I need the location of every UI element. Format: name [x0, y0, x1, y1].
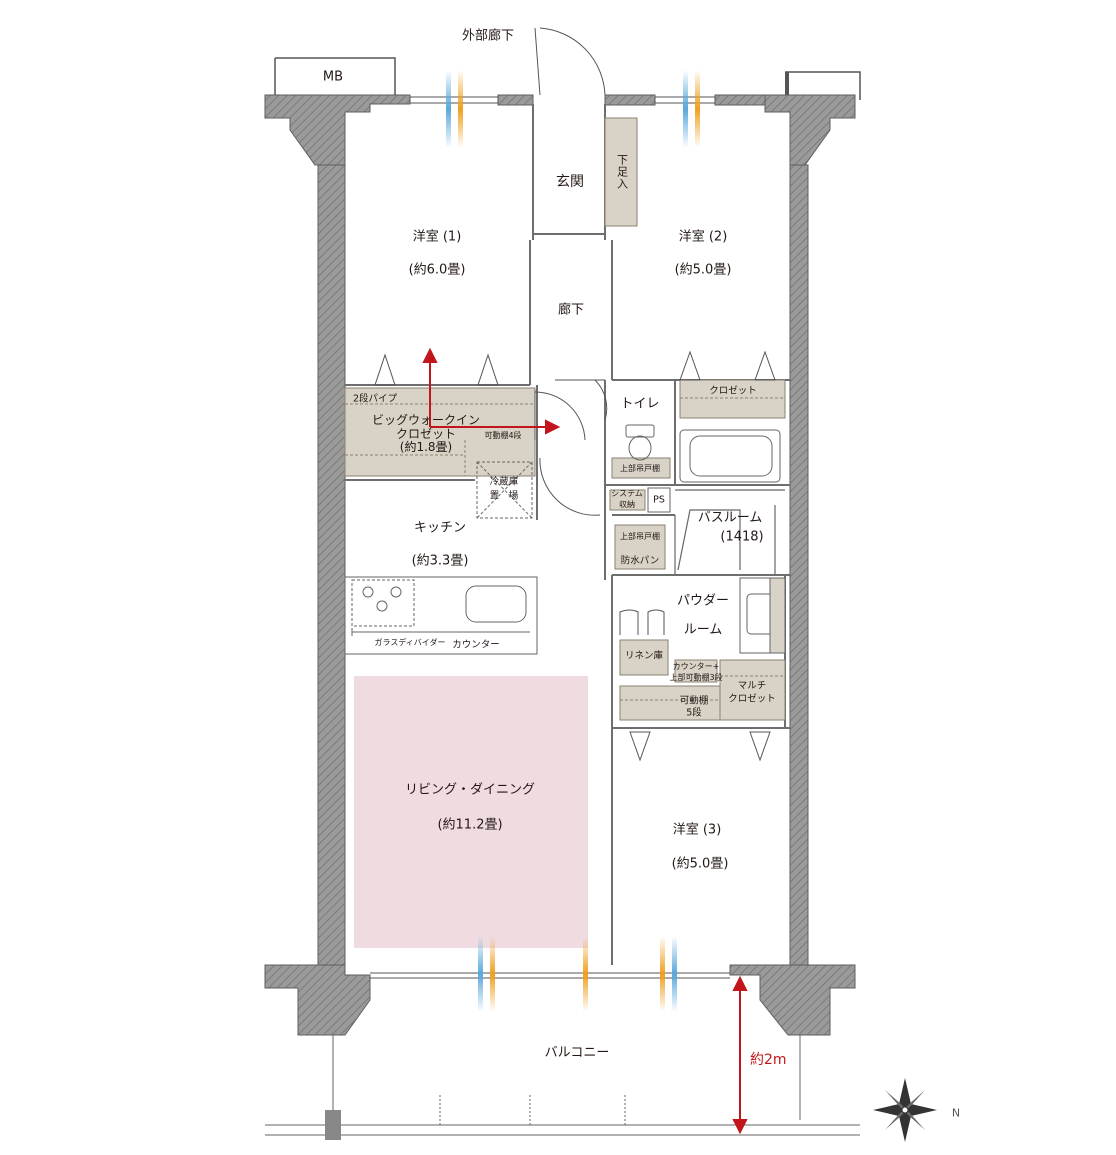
upper-cabinet-toilet-label: 上部吊戸棚	[620, 464, 660, 473]
fridge-label-2: 置 場	[489, 490, 519, 502]
ps-label: PS	[653, 494, 665, 506]
powder-room-label-1: パウダー	[676, 593, 730, 609]
double-pipe-label: 2段パイプ	[352, 393, 398, 405]
bath-walls	[674, 489, 785, 575]
balcony-label: バルコニー	[544, 1045, 610, 1061]
bottom-windows	[370, 972, 730, 979]
kitchen-counter	[344, 576, 538, 655]
storage-dashes	[345, 397, 785, 701]
movable-shelf-4-label: 可動棚4段	[484, 431, 522, 440]
western-room-3-size: (約5.0畳)	[671, 856, 729, 872]
kitchen-size: (約3.3畳)	[411, 553, 469, 569]
powder-vanity	[739, 577, 786, 654]
counter-label: カウンター	[452, 639, 500, 651]
toilet-label: トイレ	[620, 396, 660, 412]
movable-shelf-5-label-1: 可動棚	[679, 695, 709, 707]
glass-divider-label: ガラスディバイダー	[374, 638, 446, 647]
multi-closet	[719, 659, 786, 721]
ps-box	[647, 487, 671, 513]
closet-doors	[374, 350, 776, 762]
compass-icon	[873, 1078, 937, 1142]
big-wic-size: (約1.8畳)	[399, 440, 453, 454]
north-label: N	[951, 1106, 961, 1120]
fridge-space	[476, 461, 533, 519]
western-room-2-label: 洋室 (2)	[678, 229, 728, 245]
shoe-storage	[604, 117, 638, 227]
upper-cabinet-bath	[614, 524, 666, 570]
balcony-depth-label: 約2m	[750, 1052, 787, 1068]
big-wic	[344, 387, 536, 477]
system-storage-label-1: システム	[611, 489, 643, 498]
upper-cabinet-toilet	[611, 457, 671, 479]
top-windows	[409, 96, 716, 104]
outer-corridor-label: 外部廊下	[461, 28, 515, 44]
kitchen-label: キッチン	[413, 520, 467, 536]
waterproof-pan-label: 防水パン	[620, 555, 660, 567]
upper-cabinet-bath-label: 上部吊戸棚	[620, 532, 660, 541]
big-wic-label-2: クロゼット	[395, 427, 457, 441]
living-dining-size: (約11.2畳)	[437, 817, 503, 833]
entrance-label: 玄関	[556, 174, 584, 190]
bathroom-label: バスルーム	[697, 510, 763, 526]
closet-label: クロゼット	[709, 385, 757, 397]
wic-access-arrows	[422, 347, 561, 435]
living-dining-label: リビング・ダイニング	[404, 782, 536, 798]
big-wic-label-1: ビッグウォークイン	[371, 413, 481, 427]
balcony-railing	[265, 1035, 860, 1136]
swing-doors	[534, 27, 608, 516]
counter-upper-label-2: 上部可動棚3段	[669, 673, 723, 682]
linen-label: リネン庫	[624, 650, 664, 662]
exterior-walls	[264, 94, 856, 1036]
living-dining-area	[354, 676, 588, 948]
western-room-1-label: 洋室 (1)	[412, 229, 462, 245]
closet-room2	[679, 379, 786, 419]
multi-closet-label-1: マルチ	[737, 680, 767, 692]
multi-closet-label-2: クロゼット	[728, 693, 776, 705]
fridge-label-1: 冷蔵庫	[489, 476, 519, 488]
balcony-drain	[325, 1110, 341, 1140]
shoe-storage-label: 下足入	[615, 154, 629, 190]
bathroom-size: (1418)	[720, 529, 764, 545]
shelf-5	[619, 685, 721, 721]
mb-label: MB	[322, 69, 344, 85]
western-room-1-size: (約6.0畳)	[408, 262, 466, 278]
linen-storage	[619, 639, 669, 676]
western-room-2-size: (約5.0畳)	[674, 262, 732, 278]
hallway-label: 廊下	[557, 302, 585, 318]
ventilation-arrows	[446, 70, 700, 1012]
storage-areas	[344, 117, 786, 721]
system-storage-label-2: 収納	[619, 500, 635, 509]
system-storage	[609, 489, 646, 511]
counter-upper	[674, 659, 718, 683]
powder-room-label-2: ルーム	[683, 622, 723, 638]
balcony-depth-dimension	[732, 975, 748, 1135]
bathtub	[679, 429, 781, 483]
western-room-3-label: 洋室 (3)	[672, 822, 722, 838]
counter-upper-label-1: カウンター+	[672, 662, 720, 671]
toilet-fixture	[625, 424, 655, 461]
movable-shelf-5-label-2: 5段	[686, 707, 702, 719]
